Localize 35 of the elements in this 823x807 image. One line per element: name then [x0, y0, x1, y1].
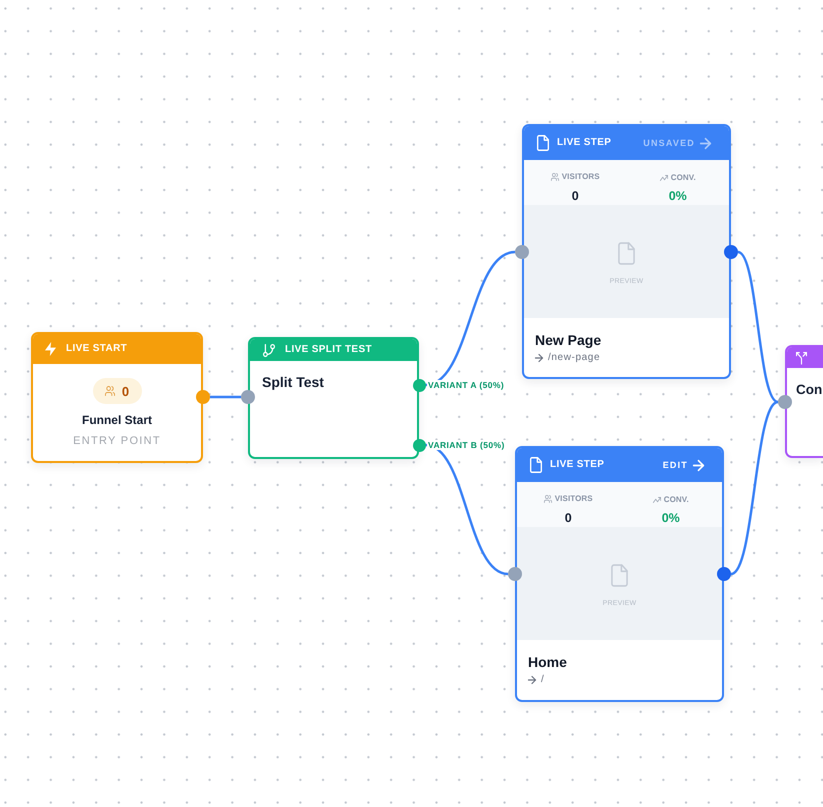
connector-line — [737, 250, 779, 404]
page-step-node-card — [515, 446, 724, 702]
page-path: /new-page — [548, 352, 600, 364]
connector-line — [210, 396, 241, 398]
node-title: Funnel Start — [82, 413, 152, 427]
node-title: Split Test — [262, 373, 324, 391]
visitor-count: 0 — [572, 189, 579, 203]
visitor-count: 0 — [122, 384, 130, 398]
page-step-node-card — [522, 124, 731, 379]
save-status-label: UNSAVED — [643, 137, 711, 149]
connector-line — [425, 250, 516, 386]
node-type-label: LIVE SPLIT TEST — [285, 344, 372, 356]
node-type-label: LIVE START — [66, 343, 128, 355]
page-title: Home — [528, 653, 567, 671]
connector-line — [425, 444, 508, 576]
page-path: / — [541, 674, 544, 686]
split-test-node-card — [248, 337, 419, 459]
stat-label: VISITORS — [554, 494, 593, 504]
branch-node-card — [785, 345, 823, 458]
edge-label: VARIANT B (50%) — [427, 440, 506, 450]
node-subtitle: ENTRY POINT — [73, 435, 161, 447]
start-node-card — [31, 332, 203, 463]
node-title: Con — [796, 381, 822, 399]
connector-line — [730, 400, 779, 576]
page-title: New Page — [535, 331, 602, 349]
stat-label: CONV. — [670, 173, 696, 183]
stat-label: VISITORS — [562, 172, 600, 182]
stat-label: CONV. — [664, 495, 689, 505]
visitor-count: 0 — [564, 511, 572, 525]
edit-link: EDIT — [662, 459, 704, 471]
conversion-rate: 0% — [662, 511, 680, 525]
node-type-label: LIVE STEP — [550, 459, 604, 471]
node-type-label: LIVE STEP — [557, 137, 612, 149]
edge-label: VARIANT A (50%) — [427, 380, 506, 390]
conversion-rate: 0% — [668, 189, 687, 203]
